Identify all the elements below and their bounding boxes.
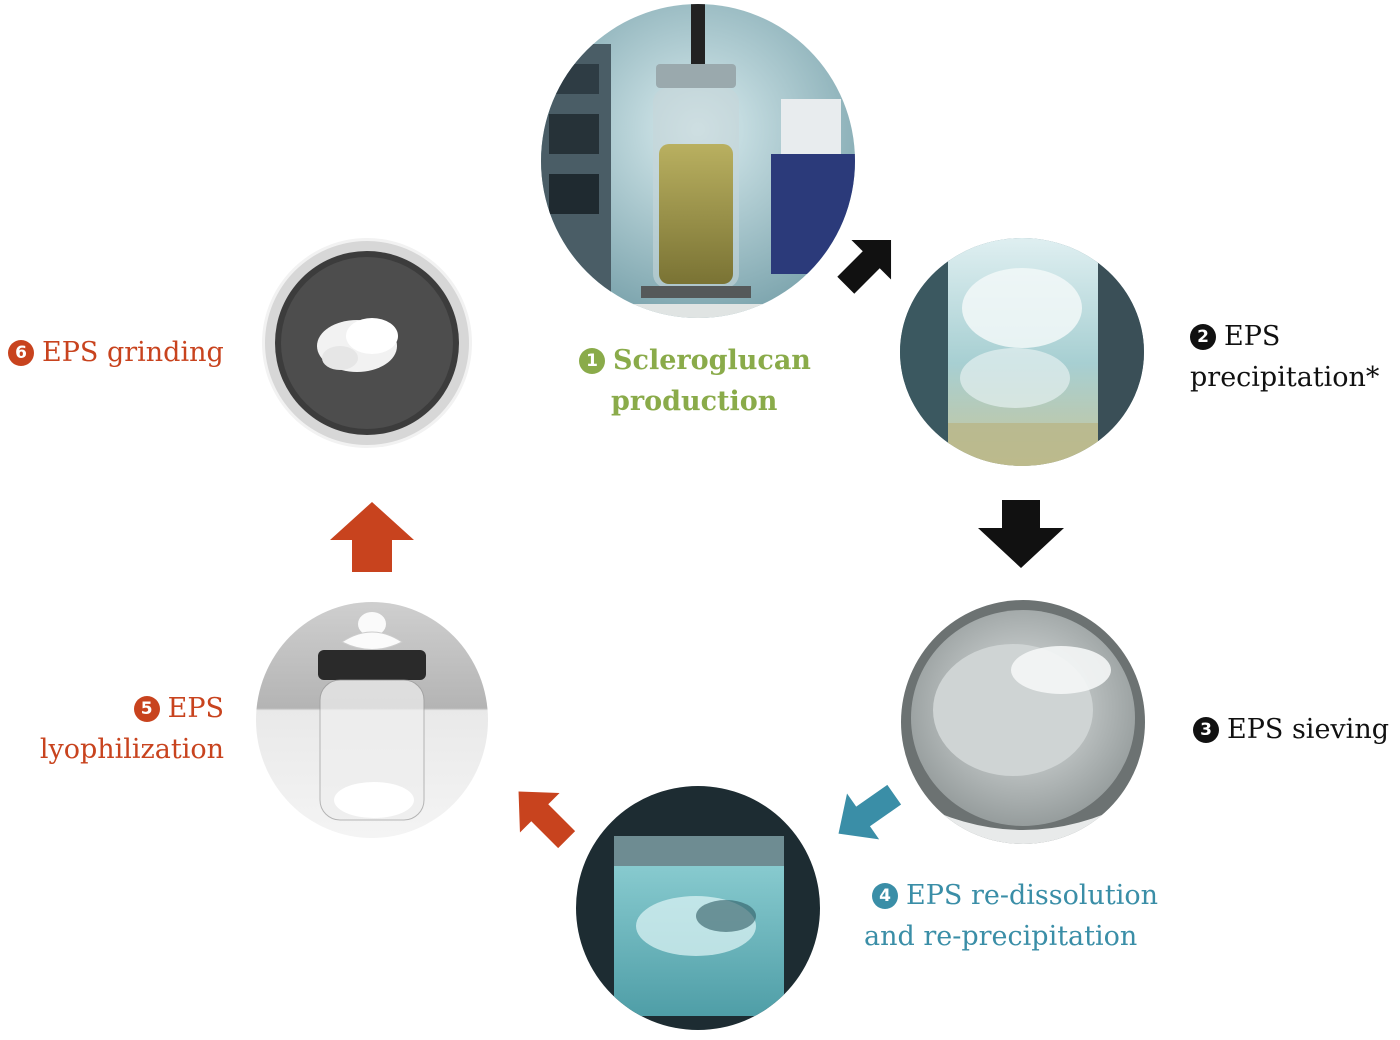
arrow-step3-to-step4 — [830, 778, 906, 848]
label-step4: 4 EPS re-dissolution and re-precipitation — [864, 875, 1158, 957]
step6-number-badge: 6 — [8, 340, 34, 366]
arrow-step5-to-step6 — [330, 502, 414, 572]
photo-grinding — [262, 238, 472, 448]
step3-title-line1: EPS sieving — [1227, 714, 1389, 745]
step3-number-badge: 3 — [1193, 717, 1219, 743]
photo-sieving — [901, 600, 1145, 844]
step4-title-line2: and re-precipitation — [864, 921, 1138, 952]
label-step5: 5 EPS lyophilization — [30, 688, 224, 770]
photo-lyophilization — [256, 602, 488, 838]
step2-title-line1: EPS — [1224, 321, 1281, 352]
arrow-step4-to-step5 — [505, 778, 583, 856]
photo-precipitation — [900, 238, 1144, 466]
step1-number-badge: 1 — [579, 348, 605, 374]
step5-number-badge: 5 — [133, 696, 160, 722]
step5-title-line2: lyophilization — [39, 734, 224, 765]
arrow-step2-to-step3 — [978, 500, 1064, 568]
step6-title-line1: EPS grinding — [42, 337, 224, 368]
photo-bioreactor — [541, 4, 855, 318]
step1-title-line1: Scleroglucan — [613, 345, 811, 376]
label-step3: 3 EPS sieving — [1193, 709, 1389, 750]
step4-title-line1: EPS re-dissolution — [906, 880, 1159, 911]
label-step1: 1 Scleroglucan production — [579, 340, 811, 422]
step1-title-line2: production — [611, 386, 778, 417]
step4-number-badge: 4 — [872, 883, 898, 909]
label-step6: 6 EPS grinding — [8, 332, 224, 373]
photo-redissolution — [576, 786, 820, 1030]
step5-title-line1: EPS — [167, 693, 224, 724]
step2-number-badge: 2 — [1190, 324, 1216, 350]
label-step2: 2 EPS precipitation* — [1190, 316, 1379, 398]
arrow-step1-to-step2 — [834, 226, 900, 302]
step2-title-line2: precipitation* — [1190, 362, 1380, 393]
